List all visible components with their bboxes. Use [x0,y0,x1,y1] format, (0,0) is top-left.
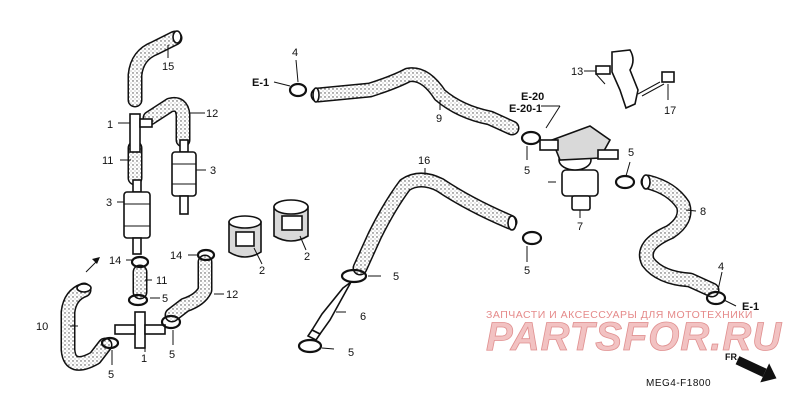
callout-5-f: 5 [162,293,168,305]
callout-labels: 1 1 2 2 3 3 4 4 5 5 5 5 5 5 5 5 6 7 8 9 … [36,47,724,381]
bolt-17 [637,71,675,97]
callout-7: 7 [577,221,583,233]
hose-15 [127,30,183,108]
front-direction: FR. [725,352,777,383]
ref-e20: E-20 [521,91,544,103]
hose-12-lower [164,254,213,323]
ref-e20-1: E-20-1 [509,103,542,115]
callout-5-h: 5 [108,369,114,381]
callout-1-lower: 1 [141,353,147,365]
callout-5-b: 5 [628,147,634,159]
ref-e1-right: E-1 [742,301,759,313]
callout-4-top: 4 [292,47,298,59]
callout-5-c: 5 [524,265,530,277]
bracket-13 [595,49,639,110]
watermark-logo: PARTSFOR.RU [486,315,782,359]
clamps [100,82,727,354]
callout-6: 6 [360,311,366,323]
callout-3-right: 3 [210,165,216,177]
callout-11-upper: 11 [102,155,113,167]
callout-5-g: 5 [169,349,175,361]
hose-10 [60,282,113,371]
callout-4-right: 4 [718,261,724,273]
callout-14-left: 14 [109,255,121,267]
ref-e1-left: E-1 [252,77,269,89]
callout-3-left: 3 [106,197,112,209]
section-references: E-1 E-1 E-20 E-20-1 [252,77,759,313]
callout-10: 10 [36,321,48,333]
grommet-left [228,215,262,258]
callout-1-upper: 1 [107,119,113,131]
callout-16: 16 [418,155,430,167]
callout-11-lower: 11 [156,275,167,287]
leader-lines [70,45,737,365]
callout-5-a: 5 [524,165,530,177]
grommet-right [273,199,309,242]
joint-6 [306,281,352,342]
callout-5-e: 5 [348,347,354,359]
diagram-code: MEG4-F1800 [646,378,711,389]
t-joint-lower [114,311,166,349]
callout-13: 13 [571,66,583,78]
callout-15: 15 [162,61,174,73]
fuel-filter-left [123,179,151,255]
callout-12-upper: 12 [206,108,218,120]
solenoid-valve [539,125,619,211]
hose-8 [638,174,720,298]
hose-9 [310,67,520,136]
callout-8: 8 [700,206,706,218]
arrow-left-indicator [85,257,100,273]
callout-17: 17 [664,105,676,117]
callout-2-left: 2 [259,265,265,277]
hose-16 [352,172,518,276]
watermark: ЗАПЧАСТИ И АКСЕССУАРЫ ДЛЯ МОТОТЕХНИКИ PA… [486,309,782,359]
callout-12-lower: 12 [226,289,238,301]
callout-2-right: 2 [304,251,310,263]
watermark-tagline: ЗАПЧАСТИ И АКСЕССУАРЫ ДЛЯ МОТОТЕХНИКИ [486,309,753,321]
t-joint-upper [129,113,153,153]
fuel-filter-right [171,139,197,215]
callout-14-mid: 14 [170,250,182,262]
hose-12-upper [142,97,191,148]
callout-9: 9 [436,113,442,125]
front-direction-label: FR. [725,352,740,362]
callout-5-d: 5 [393,271,399,283]
